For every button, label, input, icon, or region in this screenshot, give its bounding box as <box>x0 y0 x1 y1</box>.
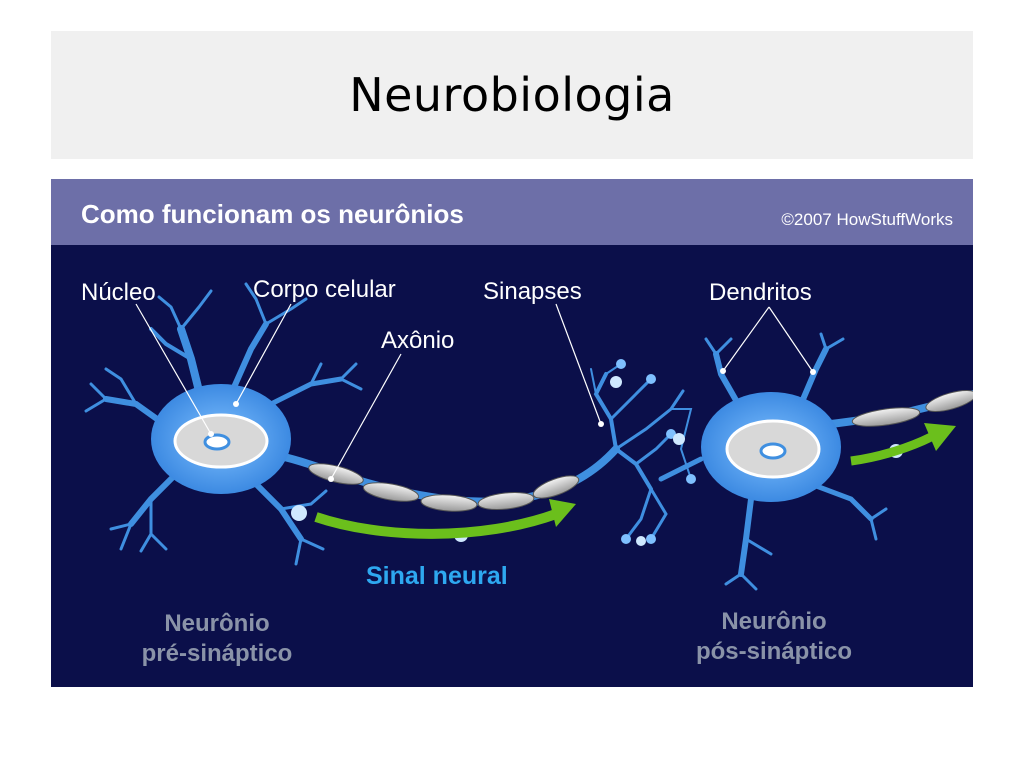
slide-title: Neurobiologia <box>349 68 675 122</box>
label-sinapses: Sinapses <box>483 278 582 305</box>
label-nucleo: Núcleo <box>81 279 156 306</box>
label-neuronio-pre-line1: Neurônio <box>164 610 269 637</box>
neuron-illustration: Como funcionam os neurônios ©2007 HowStu… <box>51 179 973 687</box>
label-sinal-neural: Sinal neural <box>366 562 508 590</box>
label-pointer-lines <box>135 303 814 480</box>
postsynaptic-myelin <box>851 389 973 427</box>
slide-title-bar: Neurobiologia <box>51 31 973 159</box>
label-neuronio-pre-line2: pré-sináptico <box>142 640 293 667</box>
label-dendritos: Dendritos <box>709 279 812 306</box>
signal-arrowhead-post <box>924 423 956 451</box>
pointer-dots <box>208 368 816 482</box>
signal-arrow-post <box>850 432 934 466</box>
label-neuronio-pos-line2: pós-sináptico <box>696 638 852 665</box>
label-neuronio-pos-line1: Neurônio <box>721 608 826 635</box>
myelin-sheath <box>308 463 580 512</box>
neuron-diagram: Como funcionam os neurônios ©2007 HowStu… <box>51 179 973 687</box>
diagram-header-title: Como funcionam os neurônios <box>81 199 464 229</box>
signal-arrow-pre <box>314 509 558 539</box>
label-axonio: Axônio <box>381 327 454 354</box>
signal-arrowhead-pre <box>549 499 576 527</box>
diagram-header <box>51 179 973 245</box>
copyright-text: ©2007 HowStuffWorks <box>781 210 953 229</box>
label-corpo-celular: Corpo celular <box>253 276 396 303</box>
